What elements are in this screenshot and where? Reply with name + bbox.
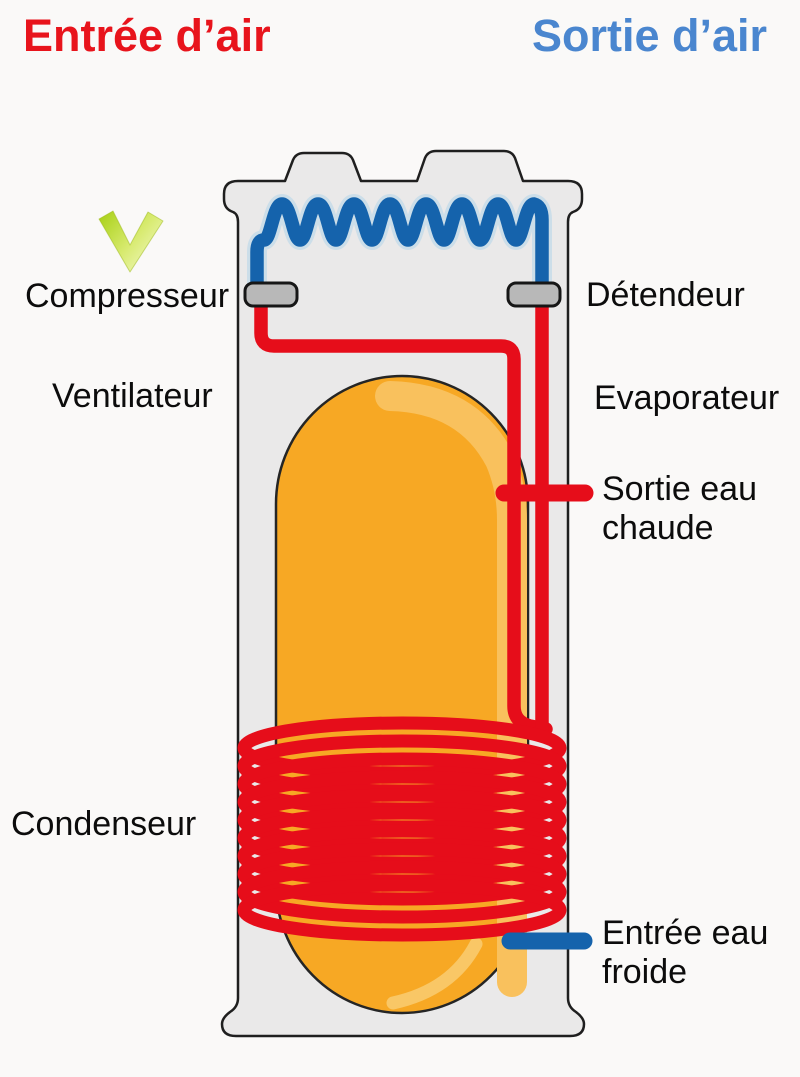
header-air-inlet: Entrée d’air <box>23 10 271 61</box>
tank-highlight-bottom <box>386 937 483 1010</box>
label-hot-water-outlet-line2: chaude <box>602 509 714 547</box>
compressor-block <box>243 281 299 308</box>
label-cold-water-inlet-line1: Entrée eau <box>602 914 769 952</box>
header-air-outlet: Sortie d’air <box>532 10 768 61</box>
label-cold-water-inlet-line2: froide <box>602 953 688 991</box>
label-fan: Ventilateur <box>52 377 213 415</box>
hot-pipe-from-compressor <box>254 289 553 736</box>
green-down-chevron-icon <box>98 210 164 273</box>
label-condenser: Condenseur <box>11 805 197 843</box>
label-cold-water-inlet: Entrée eau froide <box>602 914 768 992</box>
label-compressor: Compresseur <box>25 277 230 315</box>
condenser-coil <box>237 716 567 942</box>
label-hot-water-outlet: Sortie eau chaude <box>602 470 757 548</box>
evaporator-coil <box>250 197 549 299</box>
label-evaporator: Evaporateur <box>594 379 780 417</box>
label-expansion-valve: Détendeur <box>586 276 745 314</box>
expansion-valve-block <box>506 281 562 308</box>
label-hot-water-outlet-line1: Sortie eau <box>602 470 757 508</box>
